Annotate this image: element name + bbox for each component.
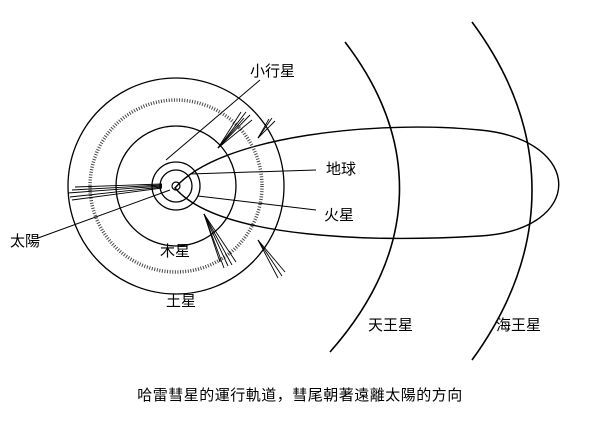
earth-leader [189, 169, 317, 175]
asteroid-leader [165, 79, 261, 161]
figure-caption: 哈雷彗星的運行軌道，彗尾朝著遠離太陽的方向 [137, 386, 463, 404]
comet-tail-lower-outer [257, 239, 286, 279]
comet-tail-lower [203, 213, 237, 269]
halley-comet-orbit [174, 126, 560, 240]
leader-lines [37, 79, 317, 239]
saturn-label: 土星 [166, 292, 196, 310]
mars-label: 火星 [324, 206, 354, 224]
comet-tail-upper-outer [257, 117, 276, 139]
neptune-label: 海王星 [496, 316, 541, 334]
sun [171, 181, 181, 191]
uranus-orbit [329, 41, 401, 353]
neptune-orbit [471, 21, 533, 361]
comet-tail-left [67, 183, 163, 201]
comet-tail-upper [217, 111, 253, 149]
earth-label: 地球 [326, 160, 356, 178]
sun-label: 太陽 [10, 232, 40, 250]
uranus-label: 天王星 [368, 316, 413, 334]
asteroid-label: 小行星 [250, 62, 295, 80]
mars-leader [197, 195, 317, 211]
asteroid-belt [88, 98, 264, 274]
saturn-orbit [67, 77, 285, 295]
jupiter-label: 木星 [160, 242, 190, 260]
sun-leader [37, 189, 171, 239]
